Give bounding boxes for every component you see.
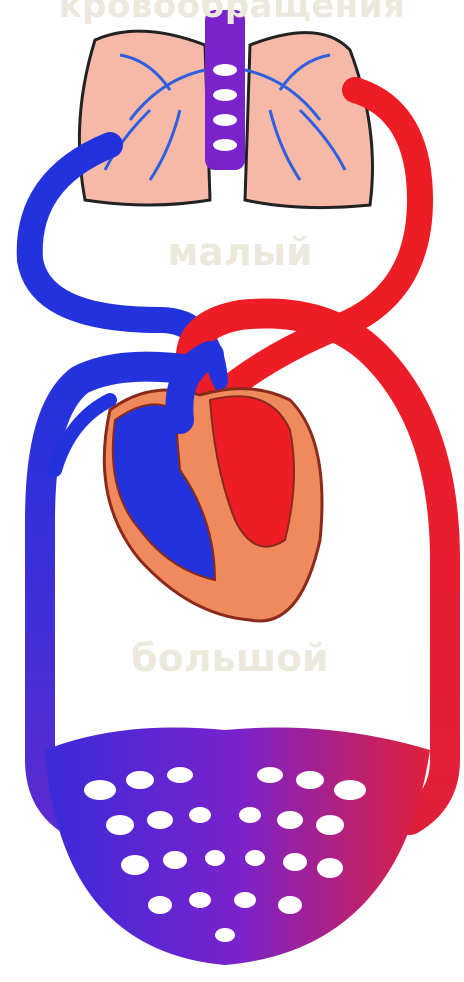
left-lung: [79, 31, 210, 205]
heart: [104, 355, 322, 621]
big-circle-label: большой: [120, 632, 340, 684]
capillary-bed: [45, 728, 430, 966]
small-circle-label: малый: [120, 230, 360, 274]
lungs: [79, 10, 372, 208]
diagram-title: кровообращения: [0, 0, 464, 26]
